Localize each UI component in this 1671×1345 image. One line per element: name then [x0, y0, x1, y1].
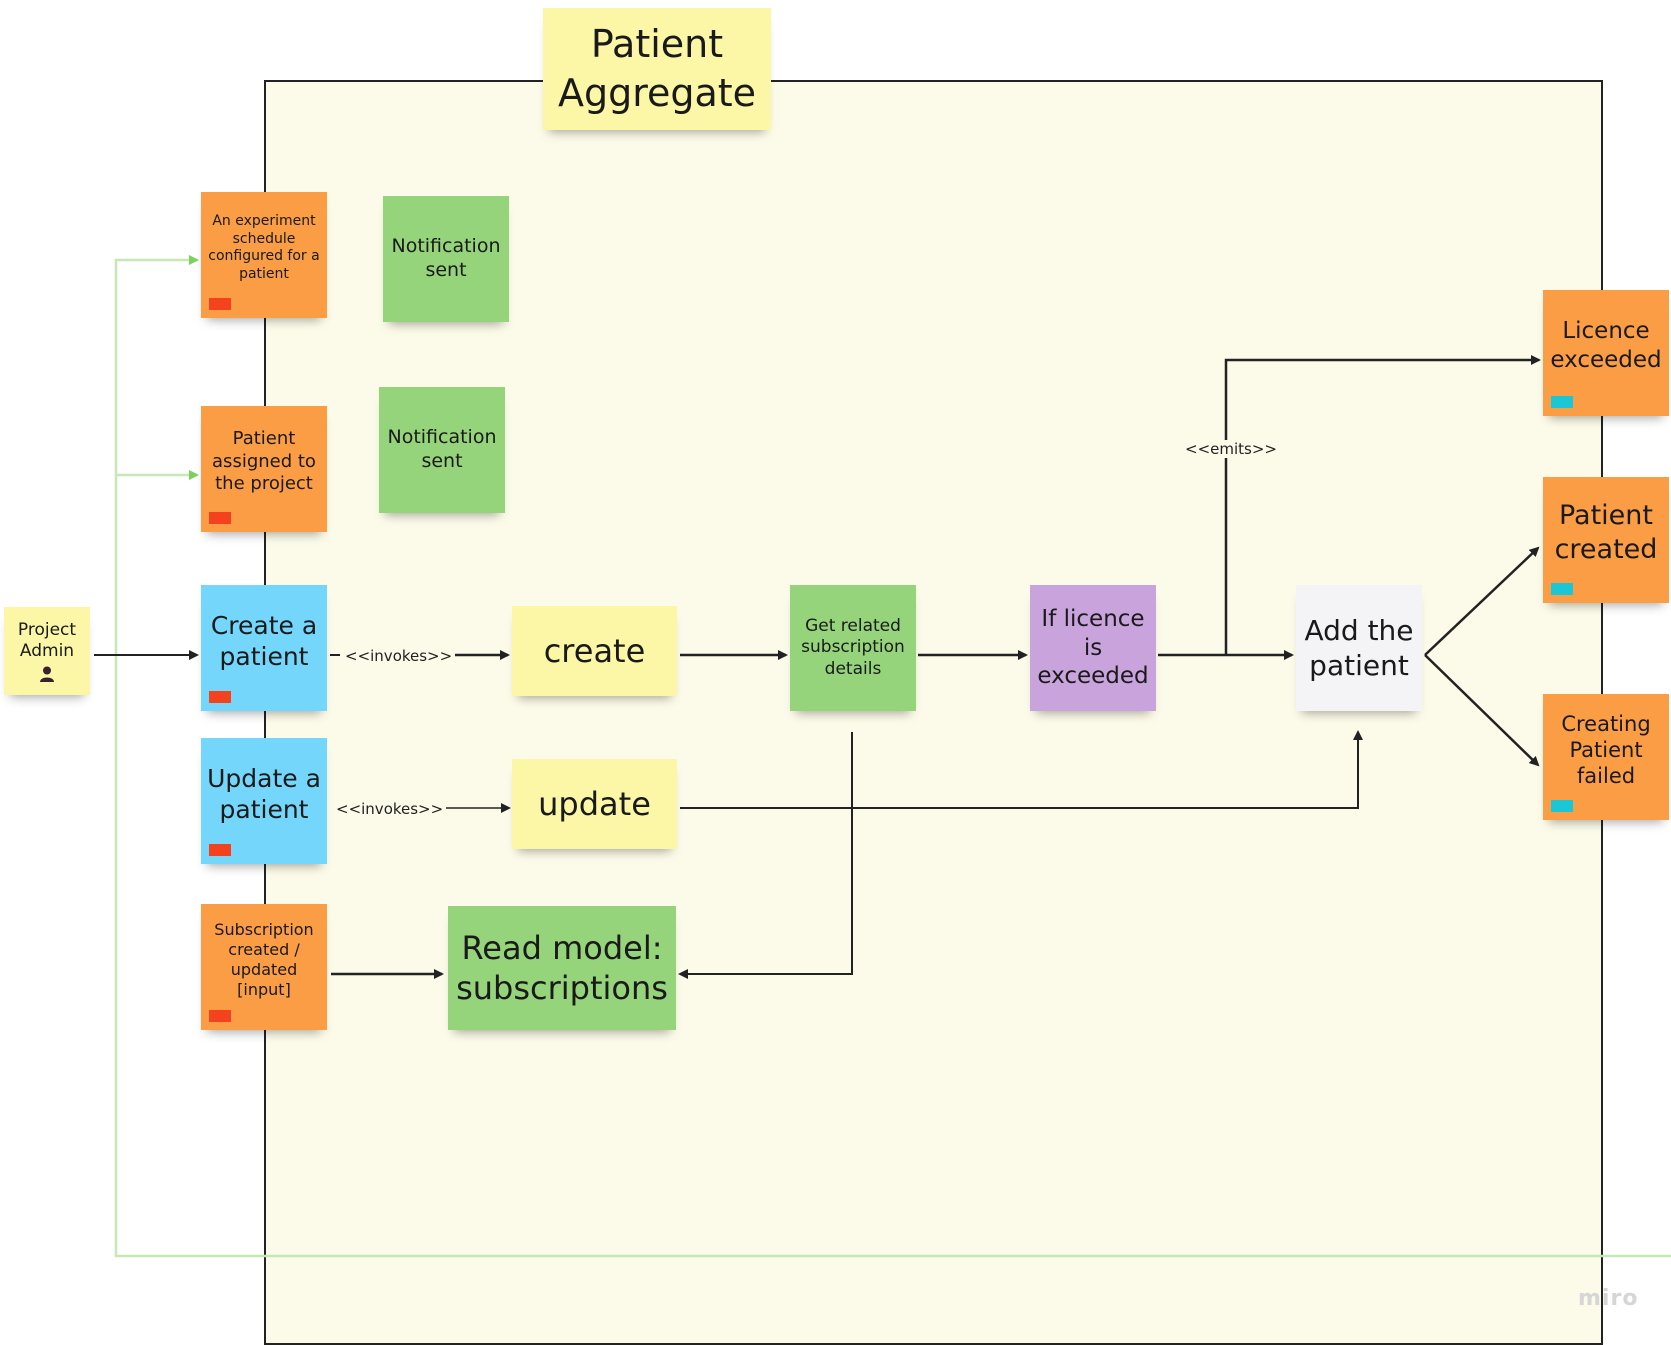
policy-notification-2[interactable]: Notification sent — [379, 387, 505, 513]
actor-sticky[interactable]: Project Admin — [4, 607, 90, 695]
condition-licence-exceeded[interactable]: If licence is exceeded — [1030, 585, 1156, 711]
event-subscription-input[interactable]: Subscription created / updated [input] — [201, 904, 327, 1030]
method-text: update — [538, 785, 651, 823]
actor-label: Project Admin — [17, 619, 77, 661]
green-loop-connector — [114, 255, 1671, 1258]
event-text: Patient assigned to the project — [212, 428, 316, 495]
event-tag — [1551, 583, 1573, 595]
event-patient-created[interactable]: Patient created — [1543, 477, 1669, 603]
event-schedule-configured[interactable]: An experiment schedule configured for a … — [201, 192, 327, 318]
event-text: Patient created — [1554, 500, 1658, 565]
event-text: Creating Patient failed — [1561, 711, 1651, 789]
action-text: Add the patient — [1304, 614, 1414, 682]
add-to-created-connector — [1424, 546, 1540, 656]
event-patient-assigned[interactable]: Patient assigned to the project — [201, 406, 327, 532]
event-tag — [1551, 800, 1573, 812]
policy-text: Notification sent — [387, 426, 497, 472]
read-model-subscriptions[interactable]: Read model: subscriptions — [448, 906, 676, 1030]
command-update-patient[interactable]: Update a patient — [201, 738, 327, 864]
policy-notification-1[interactable]: Notification sent — [383, 196, 509, 322]
event-text: Licence exceeded — [1550, 318, 1662, 373]
command-tag — [209, 844, 231, 856]
command-text: Update a patient — [207, 763, 321, 824]
event-creating-patient-failed[interactable]: Creating Patient failed — [1543, 694, 1669, 820]
get-subscription-text: Get related subscription details — [801, 616, 905, 679]
event-text: Subscription created / updated [input] — [214, 920, 314, 999]
command-tag — [209, 691, 231, 703]
aggregate-title: Patient Aggregate — [543, 8, 771, 130]
event-tag — [209, 1010, 231, 1022]
event-tag — [209, 512, 231, 524]
action-add-patient[interactable]: Add the patient — [1296, 585, 1422, 711]
person-icon — [40, 666, 54, 683]
brand-watermark: miro — [1578, 1286, 1639, 1311]
aggregate-method-update[interactable]: update — [512, 759, 677, 849]
aggregate-method-create[interactable]: create — [512, 606, 677, 696]
add-to-failed-connector — [1424, 654, 1540, 767]
condition-text: If licence is exceeded — [1037, 605, 1149, 690]
event-tag — [209, 298, 231, 310]
method-text: create — [543, 632, 646, 670]
emits-label: <<emits>> — [1182, 440, 1280, 458]
policy-text: Notification sent — [391, 235, 501, 281]
command-create-patient[interactable]: Create a patient — [201, 585, 327, 711]
event-licence-exceeded[interactable]: Licence exceeded — [1543, 290, 1669, 416]
invokes-create-label: <<invokes>> — [342, 647, 456, 665]
get-to-readmodel-connector — [678, 732, 853, 979]
command-text: Create a patient — [210, 610, 318, 671]
event-text: An experiment schedule configured for a … — [208, 213, 320, 282]
invokes-update-label: <<invokes>> — [333, 800, 447, 818]
read-model-text: Read model: subscriptions — [456, 929, 668, 1007]
event-tag — [1551, 396, 1573, 408]
emits-connector — [1224, 355, 1541, 655]
update-to-add-connector — [680, 730, 1363, 809]
get-subscription-details[interactable]: Get related subscription details — [790, 585, 916, 711]
